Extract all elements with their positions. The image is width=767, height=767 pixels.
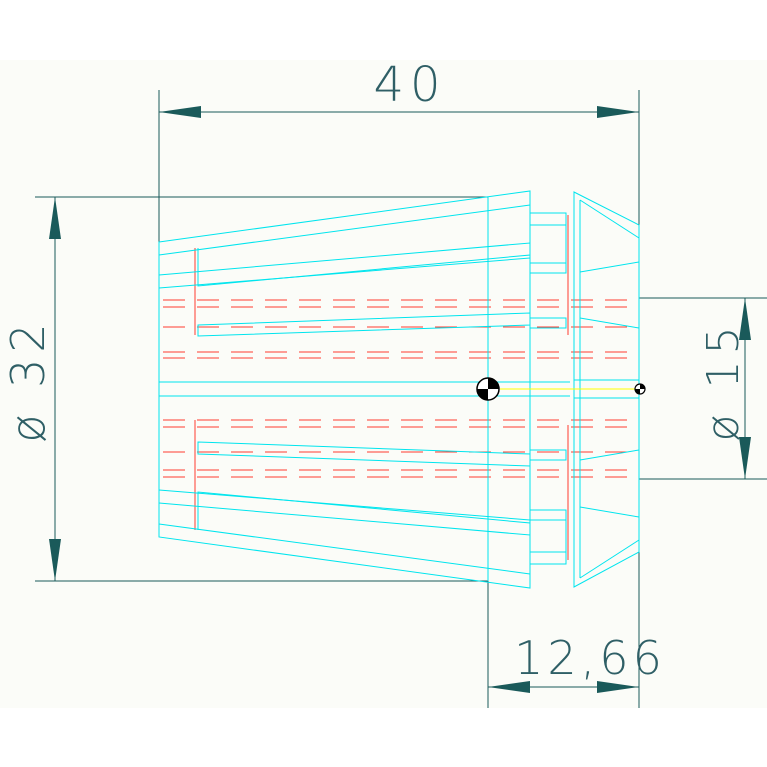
collet-outline <box>158 190 640 589</box>
extension-lines <box>35 90 767 708</box>
dimension-overall-length: 40 <box>373 57 446 113</box>
hidden-lines <box>163 299 639 478</box>
arrow-length-left <box>159 106 201 118</box>
arrow-front-right <box>597 681 639 693</box>
arrow-bore-bottom <box>739 437 751 479</box>
center-mark-small <box>634 383 646 395</box>
arrow-length-right <box>597 106 639 118</box>
arrow-diameter-bottom <box>49 539 61 581</box>
arrow-front-left <box>488 681 530 693</box>
dimension-arrows <box>49 106 751 693</box>
dimension-bore-diameter: ø 15 <box>698 321 749 442</box>
arrow-diameter-top <box>49 197 61 239</box>
center-mark-large <box>476 377 500 401</box>
dimension-outer-diameter: ø 32 <box>1 317 55 442</box>
dimension-front-length: 12,66 <box>514 631 666 685</box>
arrow-bore-top <box>739 298 751 340</box>
